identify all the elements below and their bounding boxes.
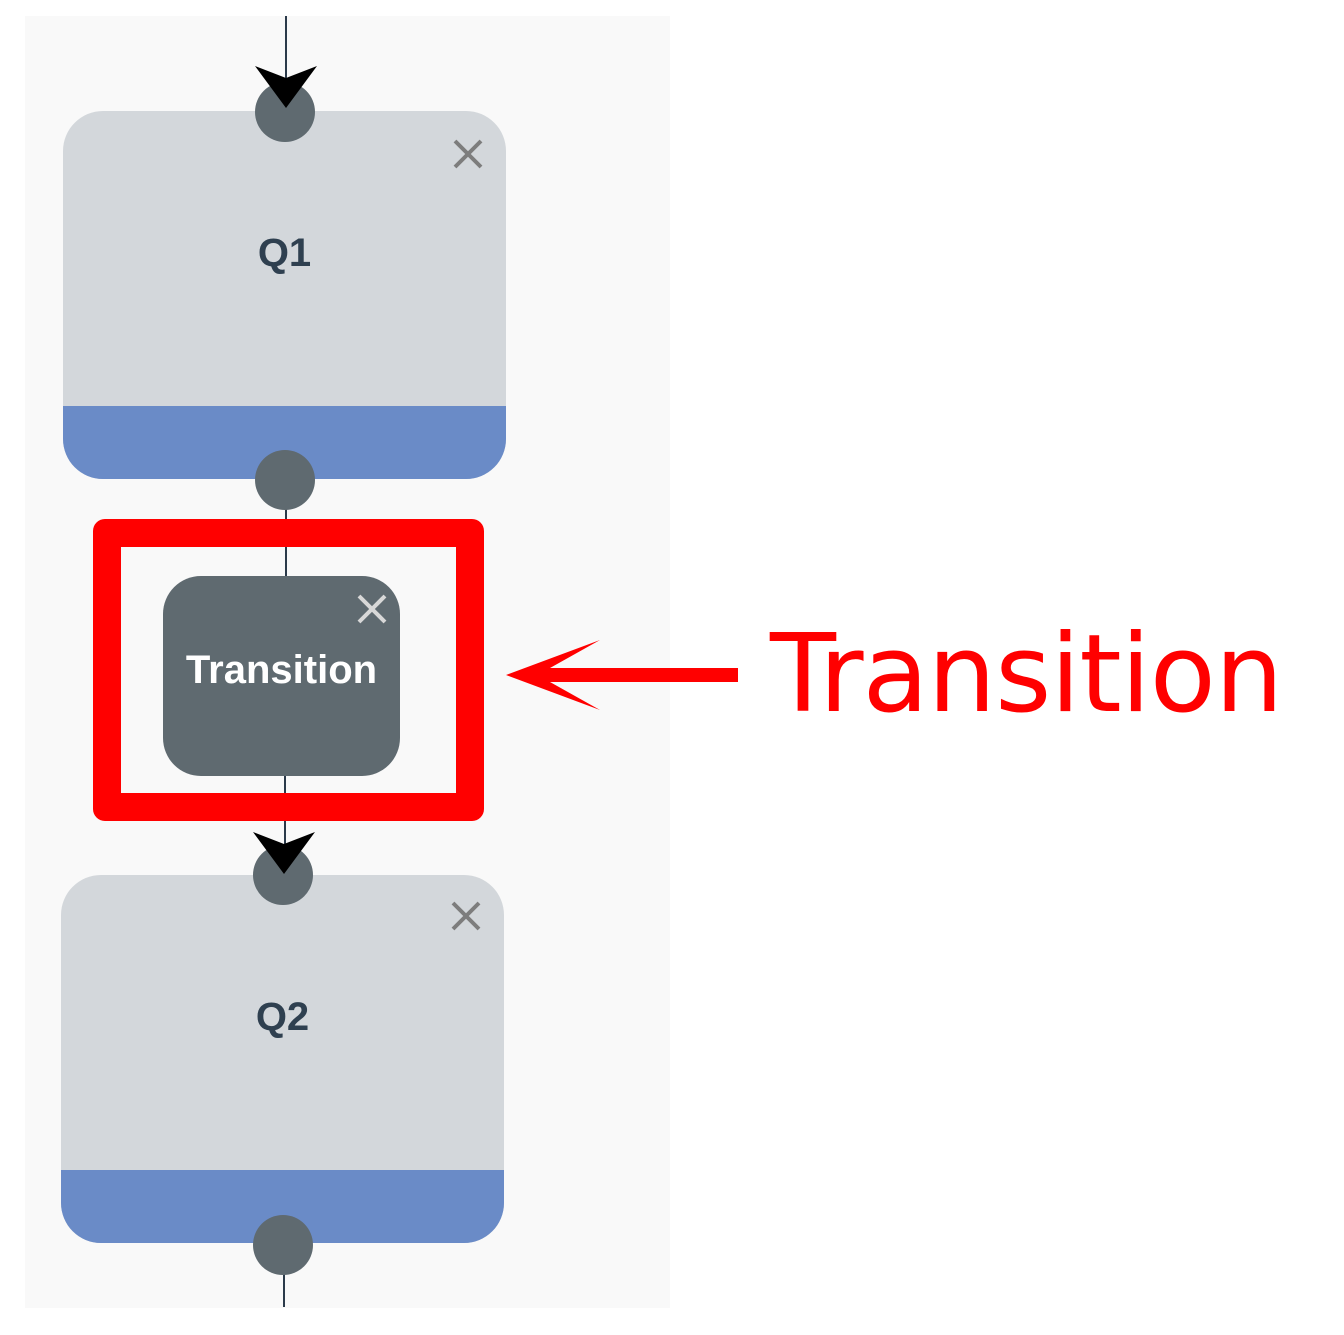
state-label: Q2: [255, 995, 310, 1039]
close-icon[interactable]: [355, 592, 389, 626]
wire-exit: [283, 1245, 285, 1307]
output-port-q1[interactable]: [255, 450, 315, 510]
highlight-box: [93, 519, 484, 821]
state-node-q1[interactable]: Q1: [63, 111, 506, 479]
wire-entry: [285, 16, 287, 96]
arrow-left-icon: [506, 640, 738, 710]
annotation-label: Transition: [770, 612, 1283, 737]
arrowhead-icon: [253, 832, 315, 874]
transition-label: Transition: [185, 648, 378, 692]
output-port-q2[interactable]: [253, 1215, 313, 1275]
state-node-q2[interactable]: Q2: [61, 875, 504, 1243]
transition-node[interactable]: Transition: [163, 576, 400, 776]
state-label: Q1: [257, 231, 312, 275]
close-icon[interactable]: [451, 137, 485, 171]
close-icon[interactable]: [449, 899, 483, 933]
arrowhead-icon: [255, 66, 317, 108]
